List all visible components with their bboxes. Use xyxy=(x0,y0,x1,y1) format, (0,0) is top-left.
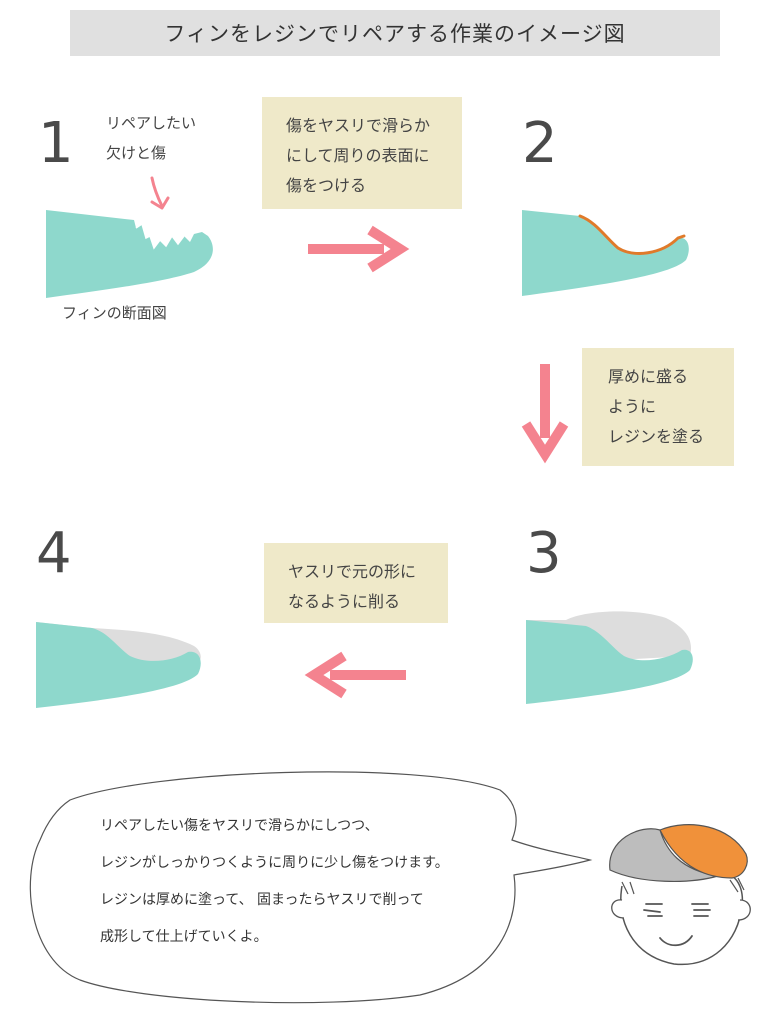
step-number-4: 4 xyxy=(36,521,72,586)
note-line: ヤスリで元の形に xyxy=(288,562,417,581)
note-line: 傷をつける xyxy=(286,176,367,195)
step-number-1: 1 xyxy=(38,111,74,176)
note-line: ように xyxy=(608,397,657,416)
note-line: 厚めに盛る xyxy=(608,367,689,386)
speech-line: リペアしたい傷をヤスリで滑らかにしつつ、 xyxy=(100,818,379,834)
left-arrow-icon xyxy=(304,651,406,699)
step1-label-line: リペアしたい xyxy=(106,114,197,132)
note-file-smooth: 傷をヤスリで滑らか にして周りの表面に 傷をつける xyxy=(262,97,462,209)
speech-line: レジンは厚めに塗って、 固まったらヤスリで削って xyxy=(100,892,424,908)
step-number-3: 3 xyxy=(526,521,562,586)
down-arrow-icon xyxy=(521,364,569,464)
fin-filed xyxy=(522,210,689,296)
speech-line: 成形して仕上げていくよ。 xyxy=(100,929,268,945)
fin-caption: フィンの断面図 xyxy=(62,304,167,322)
step1-label: リペアしたい 欠けと傷 xyxy=(106,108,196,168)
fin-damaged xyxy=(46,210,213,298)
note-line: レジンを塗る xyxy=(608,427,705,446)
step1-label-line: 欠けと傷 xyxy=(106,144,167,162)
right-arrow-icon xyxy=(308,225,410,273)
step-number-2: 2 xyxy=(522,111,558,176)
down-right-curved-arrow-icon xyxy=(150,176,170,210)
fin-finished xyxy=(36,622,201,708)
page-title: フィンをレジンでリペアする作業のイメージ図 xyxy=(70,10,720,56)
fin-resin-applied xyxy=(526,611,693,704)
note-apply-resin: 厚めに盛る ように レジンを塗る xyxy=(582,348,734,466)
note-line: にして周りの表面に xyxy=(286,146,430,165)
note-line: 傷をヤスリで滑らか xyxy=(286,116,431,135)
note-file-shape: ヤスリで元の形に なるように削る xyxy=(264,543,448,623)
speech-text: リペアしたい傷をヤスリで滑らかにしつつ、 レジンがしっかりつくように周りに少し傷… xyxy=(100,808,449,956)
note-line: なるように削る xyxy=(288,592,401,611)
character-face-icon xyxy=(609,824,751,966)
speech-line: レジンがしっかりつくように周りに少し傷をつけます。 xyxy=(100,855,449,871)
